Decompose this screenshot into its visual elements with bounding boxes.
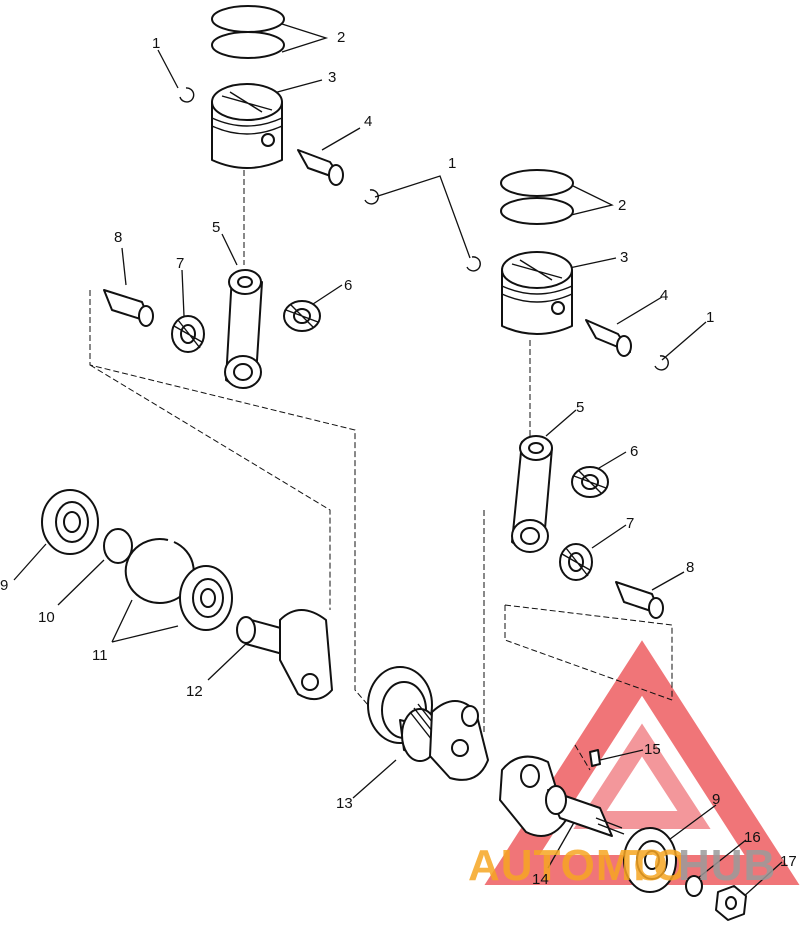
callout-3: 3	[620, 249, 628, 266]
washer-10	[103, 528, 133, 564]
watermark-text-left: AUTOMO	[468, 841, 669, 890]
watermark-text: AUTOMO TO HUB	[468, 841, 776, 890]
main-bearing-right-9	[623, 827, 677, 893]
snap-rings-11	[124, 538, 195, 605]
callout-12: 12	[186, 683, 203, 700]
callout-5: 5	[212, 219, 220, 236]
piston-pin-left	[297, 149, 344, 186]
needle-bearing-right-6	[571, 466, 609, 498]
piston-pin-right	[585, 319, 632, 357]
washer-16	[685, 875, 703, 897]
piston-ring-set-right	[500, 169, 574, 225]
callout-8: 8	[114, 229, 122, 246]
callout-7: 7	[626, 515, 634, 532]
crankshaft-half-right-14	[499, 755, 625, 837]
connecting-rod-right	[511, 435, 553, 553]
pin-bushing-left	[103, 289, 154, 327]
circlip-right-1	[466, 256, 481, 272]
needle-bearing-left-7	[171, 315, 205, 353]
nut-17	[715, 885, 747, 921]
woodruff-key-15	[589, 749, 601, 767]
circlip-left-1	[179, 87, 195, 103]
callout-13: 13	[336, 795, 353, 812]
callout-10: 10	[38, 609, 55, 626]
callout-labels: 1 2 3 4 1 2 3 4 1 8 7 5 6 5 6 7 8 9 10 1…	[0, 29, 797, 888]
leader-lines	[13, 23, 783, 899]
needle-bearing-right-7	[559, 543, 593, 581]
assembly-guide-lines	[89, 170, 673, 771]
pin-bushing-right	[615, 581, 664, 619]
piston-left	[211, 83, 283, 169]
callout-17: 17	[780, 853, 797, 870]
circlip-right-2	[654, 355, 669, 371]
watermark-text-right: HUB	[678, 841, 776, 890]
callout-3: 3	[328, 69, 336, 86]
callout-16: 16	[744, 829, 761, 846]
connecting-rod-left	[224, 269, 263, 389]
callout-2: 2	[618, 197, 626, 214]
callout-4: 4	[364, 113, 372, 130]
callout-9: 9	[712, 791, 720, 808]
callout-8: 8	[686, 559, 694, 576]
callout-1: 1	[152, 35, 160, 52]
piston-ring-set-left	[211, 5, 285, 59]
callout-1: 1	[448, 155, 456, 172]
callout-9: 9	[0, 577, 8, 594]
callout-4: 4	[660, 287, 668, 304]
circlip-left-2	[364, 189, 379, 205]
watermark-text-mid: TO	[626, 841, 688, 890]
callout-1: 1	[706, 309, 714, 326]
main-bearing-left	[41, 489, 99, 555]
main-bearing-left-2	[179, 565, 233, 631]
callout-11: 11	[92, 647, 108, 664]
callout-15: 15	[644, 741, 661, 758]
needle-bearing-left-6	[283, 300, 321, 332]
callout-5: 5	[576, 399, 584, 416]
callout-7: 7	[176, 255, 184, 272]
callout-2: 2	[337, 29, 345, 46]
crankshaft-half-left	[236, 609, 333, 701]
callout-6: 6	[344, 277, 352, 294]
callout-14: 14	[532, 871, 549, 888]
piston-right	[501, 251, 573, 335]
callout-6: 6	[630, 443, 638, 460]
crankshaft-center-13	[367, 666, 489, 781]
